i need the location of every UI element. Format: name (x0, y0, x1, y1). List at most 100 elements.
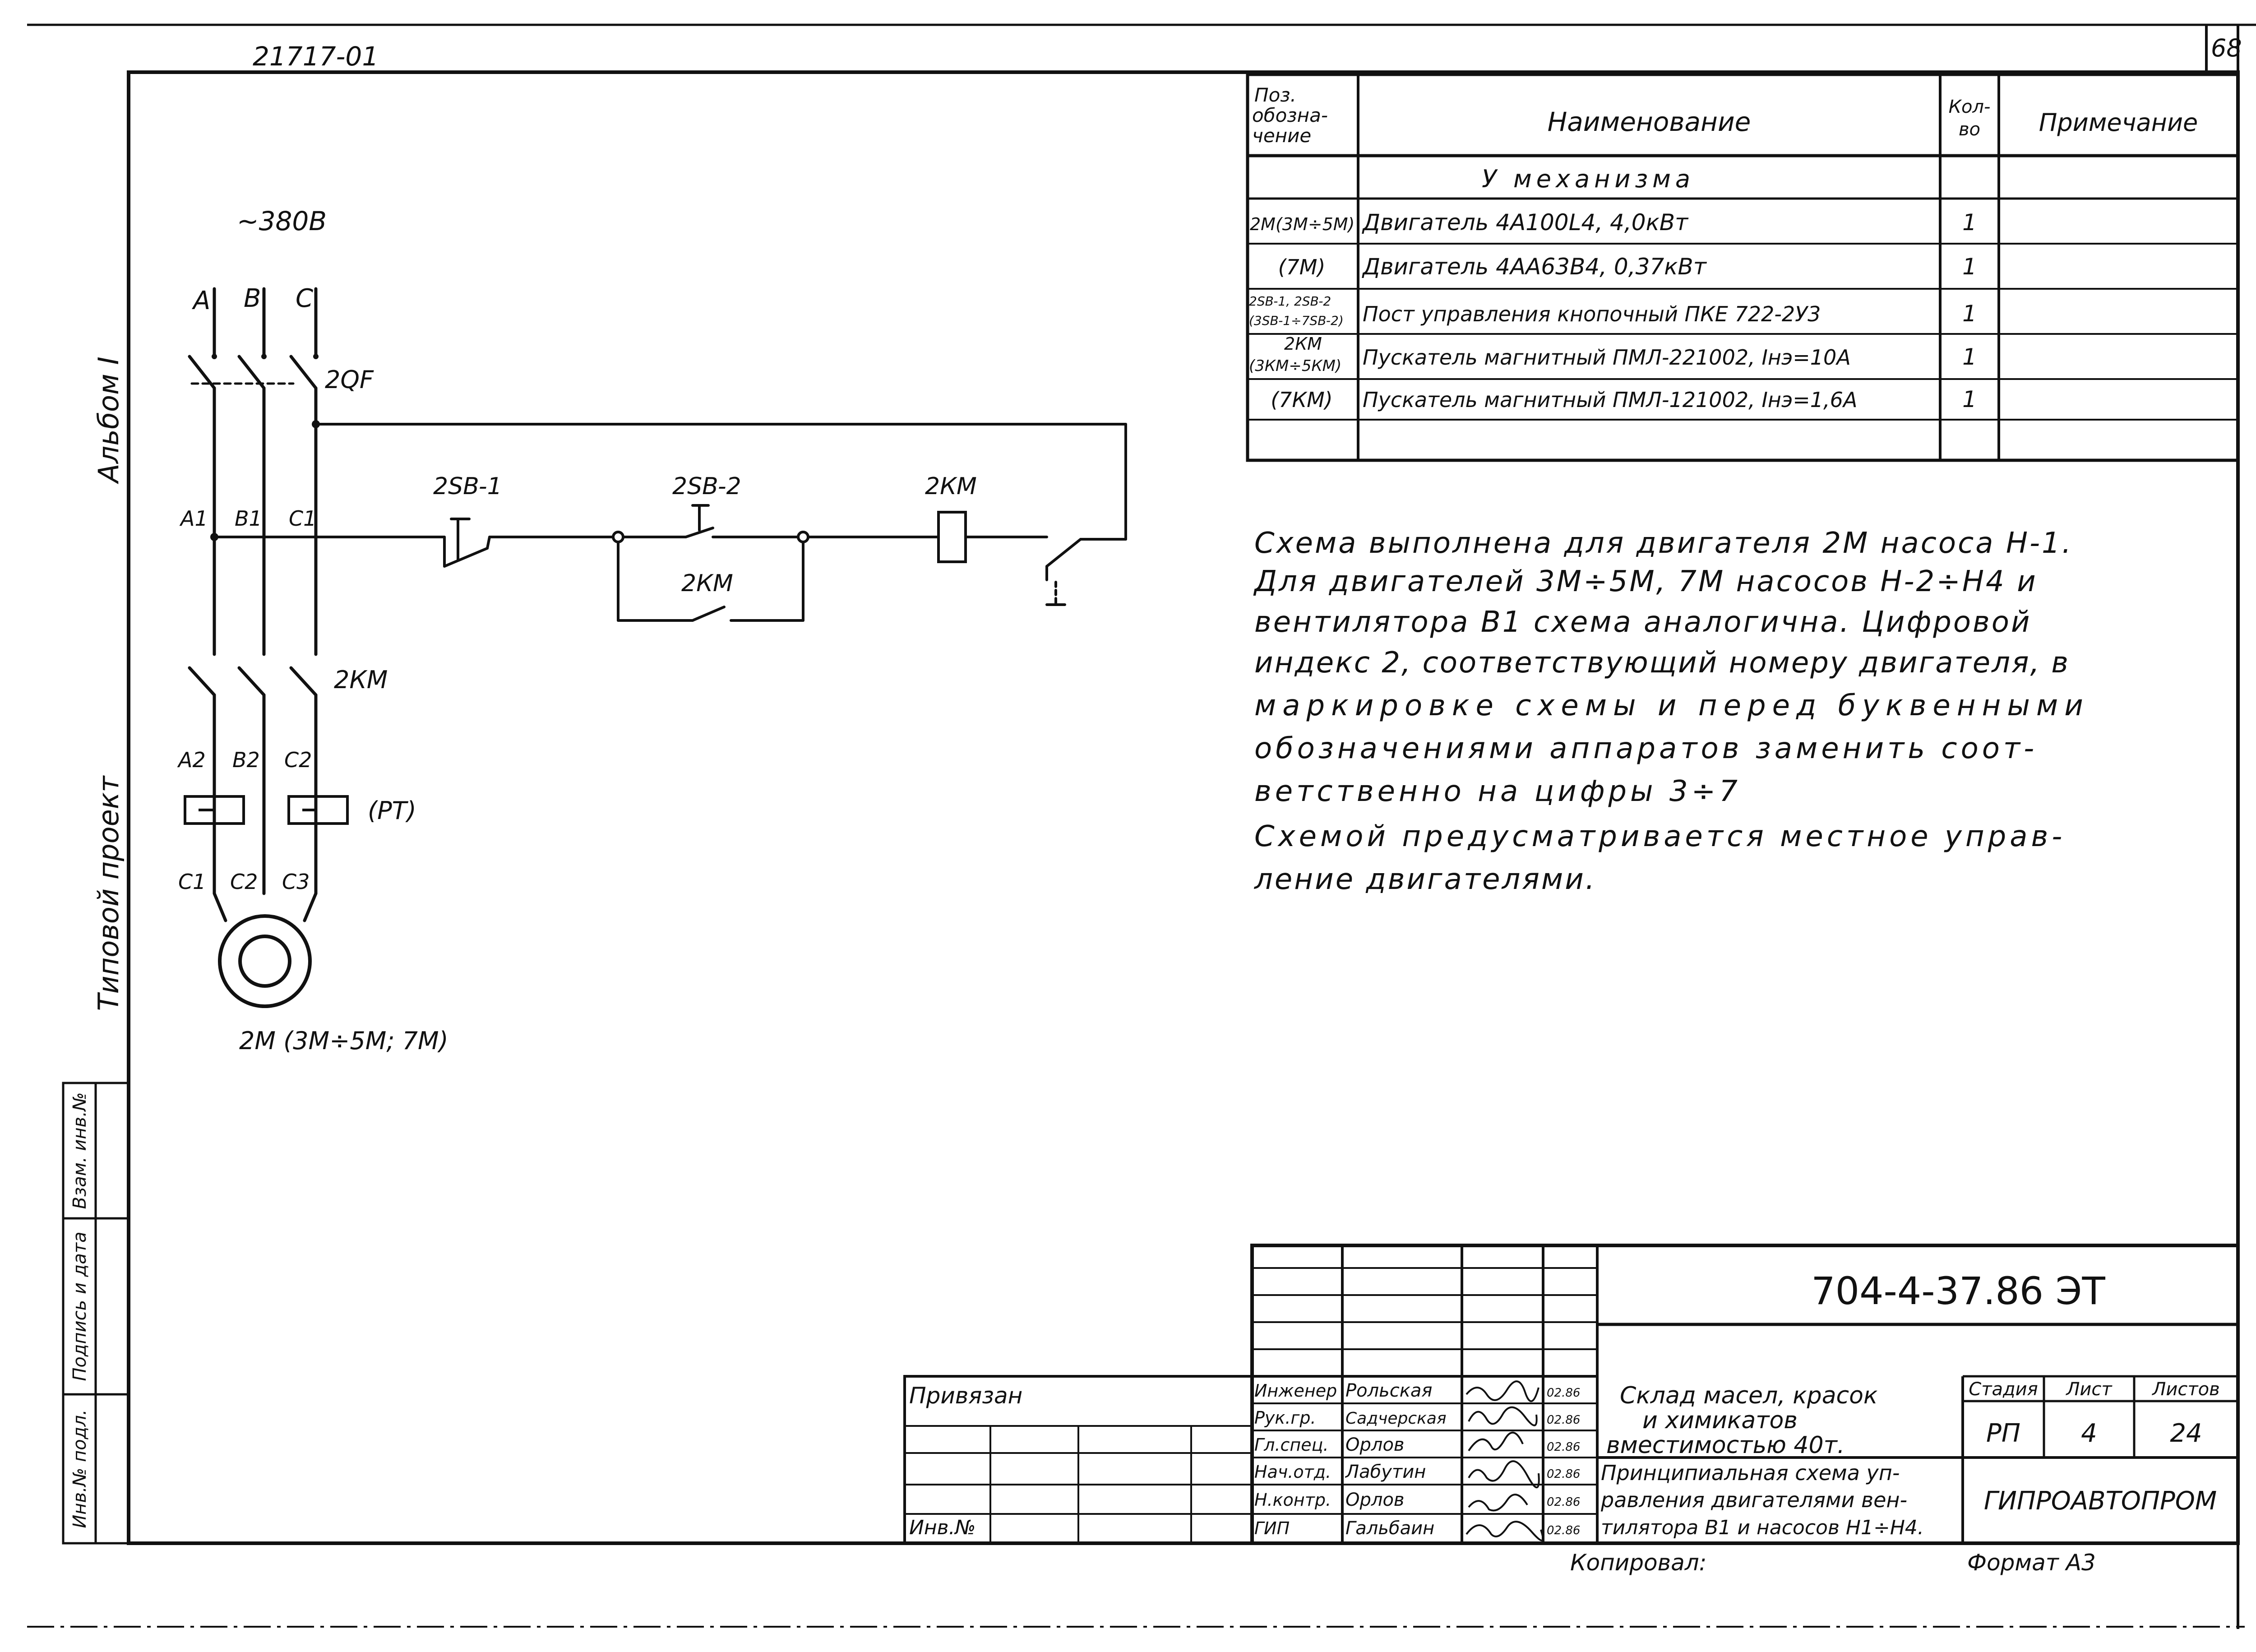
person-1-name: Рольская (1345, 1380, 1432, 1401)
person-3-name: Орлов (1345, 1435, 1405, 1455)
person-2-date: 02.86 (1547, 1413, 1580, 1427)
row-3-pos-line2: (3SB-1÷7SB-2) (1249, 313, 1344, 328)
sheets-header: Листов (2151, 1379, 2219, 1400)
coil-label: 2КМ (925, 473, 977, 500)
row-5-name: Пускатель магнитный ПМЛ-121002, Iнэ=1,6А (1363, 388, 1857, 412)
archive-number: 21717-01 (253, 41, 379, 72)
bus1-b1: B1 (235, 506, 262, 531)
person-2-role: Рук.гр. (1254, 1408, 1316, 1428)
person-6-name: Гальбаин (1345, 1518, 1434, 1539)
note-line-4: индекс 2, соответствующий номеру двигате… (1254, 646, 2070, 680)
note-line-7: ветственно на цифры 3÷7 (1254, 775, 1741, 808)
sheet-title-line-1: Принципиальная схема уп- (1601, 1461, 1900, 1485)
row-2-name: Двигатель 4АА63В4, 0,37кВт (1362, 254, 1707, 280)
motor-icon (218, 914, 312, 1008)
person-4-role: Нач.отд. (1254, 1462, 1331, 1482)
sheet-header: Лист (2065, 1379, 2113, 1400)
row-5-pos: (7КМ) (1271, 388, 1333, 412)
bus1-a1: A1 (179, 506, 208, 531)
person-2-name: Садчерская (1345, 1409, 1447, 1428)
header-note: Примечание (2039, 108, 2198, 137)
note-line-1: Схема выполнена для двигателя 2М насоса … (1254, 527, 2073, 560)
header-pos-line2: обозна- (1252, 104, 1328, 126)
object-name-line-3: вместимостью 40т. (1606, 1432, 1845, 1459)
person-5-role: Н.контр. (1254, 1490, 1331, 1510)
left-strip-album: Альбом I (92, 356, 125, 485)
sheet-value: 4 (2081, 1419, 2097, 1448)
doc-code: 704-4-37.86 ЭТ (1811, 1269, 2105, 1313)
row-4-qty: 1 (1962, 344, 1977, 370)
person-6-date: 02.86 (1547, 1524, 1580, 1537)
page-number: 68 (2211, 34, 2242, 62)
phase-c-label: C (296, 284, 313, 313)
title-block: 704-4-37.86 ЭТ Привязан Инв.№ Инженер Ро… (903, 1244, 2240, 1545)
person-3-date: 02.86 (1547, 1440, 1580, 1454)
person-6-role: ГИП (1254, 1518, 1290, 1538)
copied-label: Копировал: (1570, 1550, 1707, 1576)
contactor-main-label: 2КМ (334, 666, 388, 694)
note-line-8: Схемой предусматривается местное управ- (1254, 820, 2066, 853)
bus2-c2: C2 (284, 748, 312, 772)
bus1-c1: C1 (289, 506, 316, 531)
side-stamp-signature: Подпись и дата (69, 1231, 90, 1381)
notes: Схема выполнена для двигателя 2М насоса … (1253, 527, 2090, 896)
side-stamp-inv: Инв.№ подл. (69, 1409, 90, 1528)
left-strip-project: Типовой проект (92, 775, 125, 1011)
header-qty-line1: Кол- (1949, 97, 1991, 117)
motor-label: 2М (3М÷5М; 7М) (239, 1027, 448, 1055)
sheets-value: 24 (2170, 1419, 2202, 1448)
header-pos-line1: Поз. (1254, 84, 1296, 106)
motor-terminal-1: C1 (178, 870, 206, 894)
sheet-title-line-3: тилятора В1 и насосов Н1÷Н4. (1601, 1516, 1924, 1539)
motor-terminal-3: C3 (282, 870, 310, 894)
row-3-name: Пост управления кнопочный ПКЕ 722-2У3 (1363, 302, 1821, 326)
format-label: Формат А3 (1967, 1550, 2096, 1576)
row-4-name: Пускатель магнитный ПМЛ-221002, Iнэ=10А (1363, 345, 1851, 370)
person-5-name: Орлов (1345, 1490, 1405, 1510)
breaker-label: 2QF (325, 366, 374, 394)
header-qty-line2: во (1959, 119, 1980, 140)
spec-table: Поз. обозна- чение Наименование Кол- во … (1246, 73, 2240, 462)
row-4-pos-line1: 2КМ (1284, 334, 1322, 354)
row-3-qty: 1 (1962, 301, 1977, 327)
header-name: Наименование (1548, 106, 1751, 137)
control-circuit: 2SB-1 2SB-2 2КМ 2КМ (213, 423, 1127, 622)
side-stamp: Инв.№ подл. Подпись и дата Взам. инв.№ (62, 1082, 130, 1545)
row-5-qty: 1 (1962, 386, 1977, 412)
bus2-b2: B2 (232, 748, 260, 772)
motor-terminal-2: C2 (230, 870, 258, 894)
row-2-pos: (7М) (1278, 255, 1326, 279)
inv-no-label: Инв.№ (909, 1516, 975, 1539)
phase-a-label: A (192, 286, 210, 315)
row-1-name: Двигатель 4А100L4, 4,0кВт (1362, 209, 1689, 236)
overload-relay-label: (РТ) (368, 796, 416, 825)
hold-contact-label: 2КМ (681, 570, 733, 597)
bus2-a2: A2 (177, 748, 206, 772)
note-line-3: вентилятора В1 схема аналогична. Цифрово… (1254, 606, 2031, 639)
organization: ГИПРОАВТОПРОМ (1984, 1486, 2217, 1516)
signatures (1465, 1380, 1544, 1541)
person-1-date: 02.86 (1547, 1386, 1580, 1400)
person-4-date: 02.86 (1547, 1467, 1580, 1481)
note-line-9: ление двигателями. (1253, 863, 1596, 896)
stage-value: РП (1986, 1419, 2020, 1448)
row-2-qty: 1 (1962, 254, 1977, 280)
side-stamp-replace: Взам. инв.№ (69, 1092, 90, 1209)
overload-relay-symbol (184, 795, 349, 825)
power-circuit: ~380В A B C (177, 206, 448, 1055)
privyazan-label: Привязан (909, 1383, 1022, 1409)
person-5-date: 02.86 (1547, 1495, 1580, 1509)
section-title: У механизма (1482, 165, 1695, 193)
note-line-5: маркировке схемы и перед буквенными (1254, 689, 2090, 722)
start-button-label: 2SB-2 (672, 473, 741, 500)
row-1-pos: 2М(3М÷5М) (1250, 214, 1355, 234)
voltage-label: ~380В (237, 206, 327, 236)
row-3-pos-line1: 2SB-1, 2SB-2 (1249, 294, 1331, 309)
object-name-line-1: Склад масел, красок (1620, 1382, 1878, 1409)
header-pos-line3: чение (1252, 125, 1311, 147)
object-name-line-2: и химикатов (1642, 1407, 1798, 1434)
note-line-6: обозначениями аппаратов заменить соот- (1254, 732, 2038, 765)
stop-button-label: 2SB-1 (433, 473, 502, 500)
note-line-2: Для двигателей 3М÷5М, 7М насосов Н-2÷Н4 … (1253, 565, 2038, 598)
